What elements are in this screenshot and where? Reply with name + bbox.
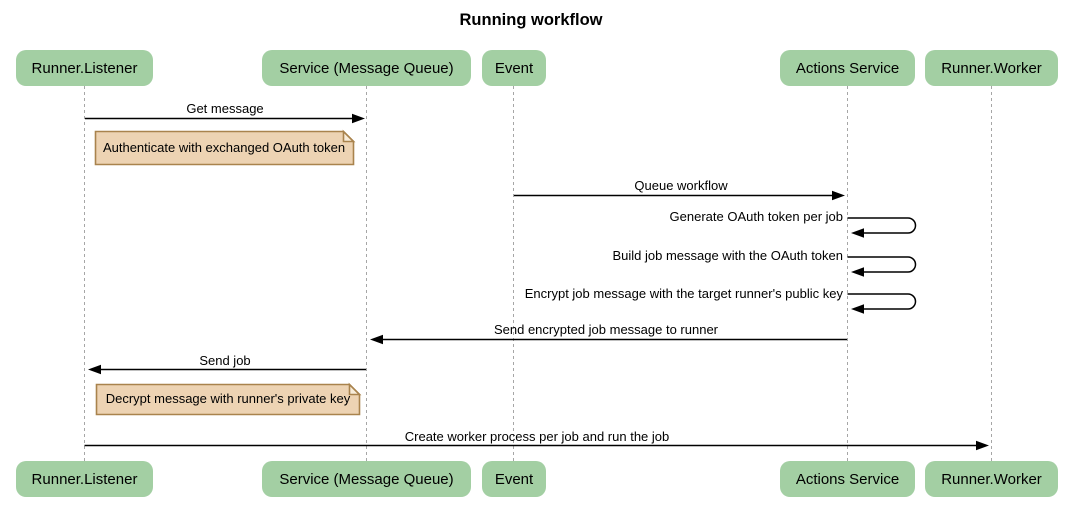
- arrowhead-get-message: [352, 113, 365, 124]
- selfloop-build-job-message: [847, 256, 917, 273]
- arrowhead-encrypt-job-message: [851, 304, 864, 314]
- note-decrypt-shape: [95, 383, 361, 416]
- participant-label: Runner.Worker: [941, 470, 1042, 488]
- diagram-title: Running workflow: [459, 11, 603, 29]
- message-label-queue-workflow: Queue workflow: [634, 178, 728, 193]
- participant-label: Service (Message Queue): [279, 59, 454, 77]
- participant-label: Service (Message Queue): [279, 470, 454, 488]
- note-authenticate-text: Authenticate with exchanged OAuth token: [102, 140, 346, 155]
- participant-top-runner-worker: Runner.Worker: [925, 50, 1058, 86]
- arrowhead-build-job-message: [851, 267, 864, 277]
- note-decrypt-fold: [348, 382, 362, 396]
- note-authenticate-shape: [94, 130, 355, 166]
- participant-bottom-runner-listener: Runner.Listener: [16, 461, 153, 497]
- participant-bottom-runner-worker: Runner.Worker: [925, 461, 1058, 497]
- message-label-send-job: Send job: [199, 353, 251, 368]
- arrowhead-create-worker: [976, 440, 989, 451]
- message-label-send-encrypted: Send encrypted job message to runner: [493, 322, 719, 337]
- participant-label: Event: [494, 59, 534, 77]
- note-decrypt-text: Decrypt message with runner's private ke…: [105, 391, 351, 406]
- participant-bottom-actions-service: Actions Service: [780, 461, 915, 497]
- participant-label: Actions Service: [795, 470, 900, 488]
- arrowhead-send-encrypted: [370, 334, 383, 345]
- participant-top-service: Service (Message Queue): [262, 50, 471, 86]
- arrowhead-queue-workflow: [832, 190, 845, 201]
- participant-bottom-event: Event: [482, 461, 546, 497]
- selfloop-generate-oauth: [847, 217, 917, 234]
- message-label-get-message: Get message: [186, 101, 264, 116]
- participant-label: Actions Service: [795, 59, 900, 77]
- participant-bottom-service: Service (Message Queue): [262, 461, 471, 497]
- participant-label: Event: [494, 470, 534, 488]
- participant-label: Runner.Listener: [31, 470, 138, 488]
- message-label-create-worker: Create worker process per job and run th…: [404, 429, 670, 444]
- participant-label: Runner.Listener: [31, 59, 138, 77]
- message-label-build-job-message: Build job message with the OAuth token: [612, 248, 843, 263]
- participant-top-actions-service: Actions Service: [780, 50, 915, 86]
- message-label-generate-oauth: Generate OAuth token per job: [669, 209, 843, 224]
- arrowhead-send-job: [88, 364, 101, 375]
- selfloop-encrypt-job-message: [847, 293, 917, 310]
- note-authenticate-fold: [342, 129, 356, 143]
- arrowhead-generate-oauth: [851, 228, 864, 238]
- message-label-encrypt-job-message: Encrypt job message with the target runn…: [524, 286, 843, 301]
- participant-label: Runner.Worker: [941, 59, 1042, 77]
- participant-top-event: Event: [482, 50, 546, 86]
- participant-top-runner-listener: Runner.Listener: [16, 50, 153, 86]
